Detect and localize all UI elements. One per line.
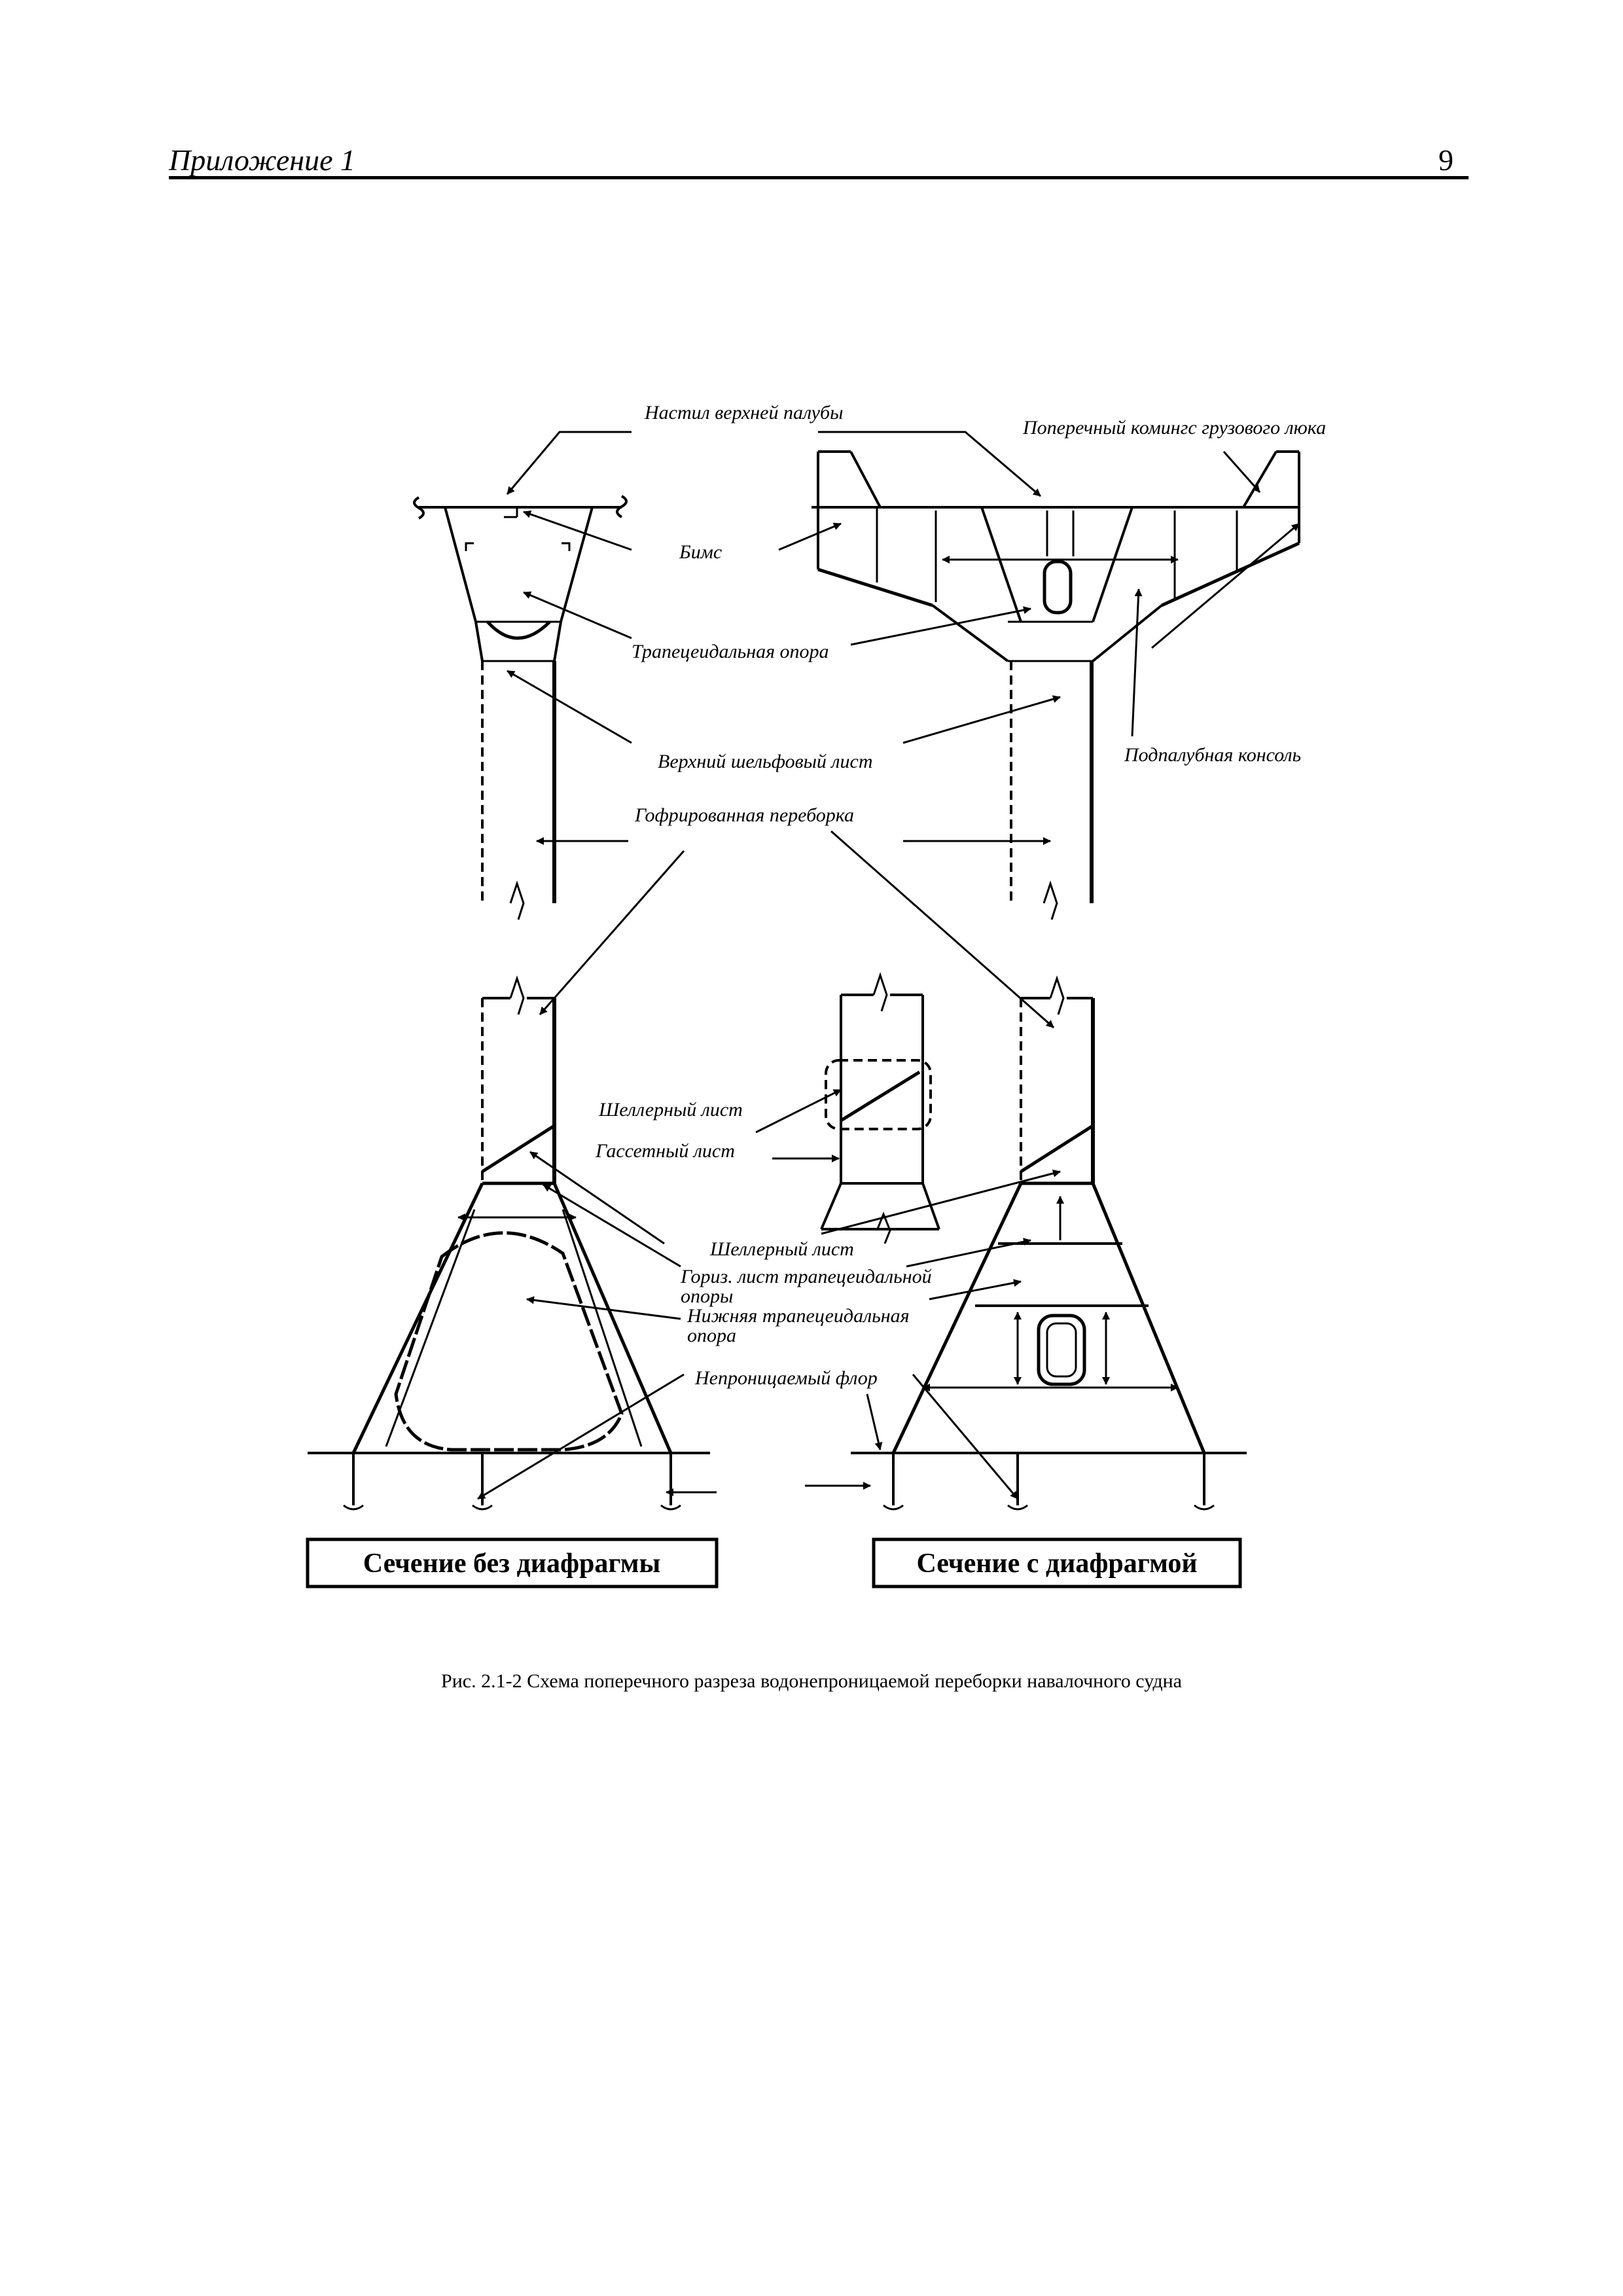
- label-lower-support-1: Нижняя трапецеидальная: [687, 1305, 910, 1327]
- figure-caption: Рис. 2.1-2 Схема поперечного разреза вод…: [441, 1670, 1182, 1692]
- detail-circle: [825, 1059, 932, 1130]
- label-beam: Бимс: [679, 541, 722, 563]
- bracket-lower-left: [817, 567, 933, 607]
- label-shedder-plate-1: Шеллерный лист: [598, 1099, 743, 1121]
- section-title-with: Сечение с диафрагмой: [916, 1549, 1197, 1579]
- stool-side-l: [980, 507, 1022, 622]
- label-underdeck-bracket: Подпалубная консоль: [1124, 744, 1301, 766]
- lightening-hole-upper: [1043, 560, 1073, 615]
- label-hatch-coaming: Поперечный комингс грузового люка: [1022, 417, 1326, 439]
- section-title: Приложение 1: [169, 143, 356, 177]
- stool-side-right: [560, 507, 594, 622]
- label-gusset-plate: Гассетный лист: [595, 1140, 735, 1162]
- leader-lines: [477, 431, 1300, 1500]
- bracket-lower-right: [1160, 541, 1300, 607]
- section-box-with: Сечение с диафрагмой: [872, 1537, 1242, 1588]
- lower-stool-left: [308, 975, 710, 1511]
- diaphragm-opening: [394, 1231, 624, 1452]
- detail-center: [820, 972, 940, 1244]
- page-number: 9: [1438, 143, 1454, 177]
- lightening-hole-lower: [1037, 1314, 1086, 1386]
- lower-stool-right: [851, 975, 1247, 1511]
- label-watertight-floor: Непроницаемый флор: [694, 1367, 878, 1389]
- header-rule: [169, 176, 1469, 179]
- stool-plate-right: [552, 1183, 673, 1454]
- label-trapezoidal-support: Трапецеидальная опора: [632, 641, 829, 662]
- stool-plate-left: [351, 1182, 484, 1454]
- upper-stool-left: [413, 495, 628, 920]
- shedder-plate-left: [481, 1124, 556, 1174]
- section-title-without: Сечение без диафрагмы: [363, 1549, 661, 1579]
- label-upper-deck-plating: Настил верхней палубы: [644, 402, 843, 423]
- label-shedder-plate-2: Шеллерный лист: [709, 1238, 854, 1260]
- label-horiz-plate-2: опоры: [681, 1285, 733, 1307]
- break-mark-right: [616, 495, 628, 518]
- upper-stool-right: [812, 450, 1300, 920]
- section-box-without: Сечение без диафрагмы: [306, 1537, 719, 1588]
- break-mark-left: [413, 496, 425, 520]
- label-upper-shelf-plate: Верхний шельфовый лист: [658, 751, 873, 772]
- label-horiz-plate-1: Гориз. лист трапецеидальной: [680, 1266, 932, 1287]
- shelf-arc: [486, 620, 551, 640]
- stool-side-r: [1092, 507, 1133, 622]
- stool-side-left: [444, 507, 477, 622]
- label-lower-support-2: опора: [687, 1325, 736, 1346]
- label-corrugated-bulkhead: Гофрированная переборка: [634, 804, 854, 826]
- break-zigzag: [509, 880, 525, 920]
